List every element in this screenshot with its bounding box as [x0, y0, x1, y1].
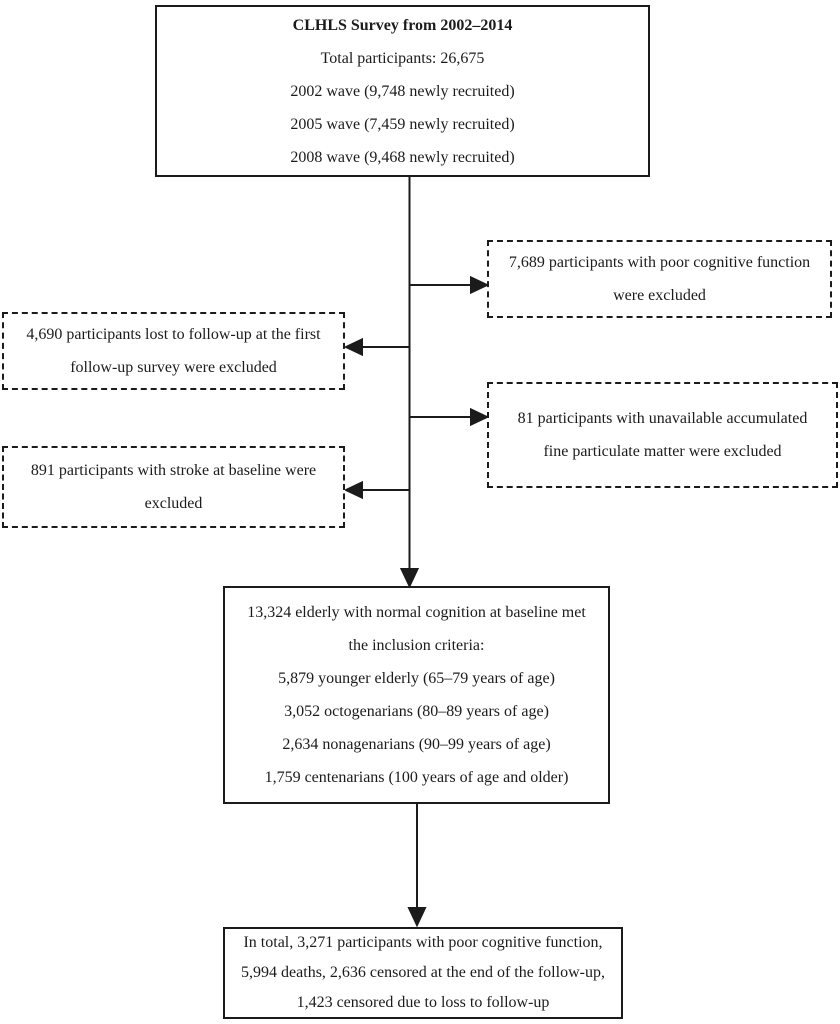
box-excluded-pm-unavailable: 81 participants with unavailable accumul… — [487, 382, 838, 488]
outcome-text: In total, 3,271 participants with poor c… — [243, 934, 603, 951]
arrowhead-left-icon — [343, 337, 363, 357]
exclusion-text: 4,690 participants lost to follow-up at … — [26, 326, 321, 343]
arrow-right-pm-unavailable — [409, 407, 490, 427]
survey-wave-2008: 2008 wave (9,468 newly recruited) — [290, 148, 515, 166]
arrow-right-poor-cognition — [409, 275, 490, 295]
arrow-down-main — [399, 177, 420, 589]
inclusion-nonagenarians: 2,634 nonagenarians (90–99 years of age) — [282, 736, 551, 753]
outcome-text: 1,423 censored due to loss to follow-up — [296, 994, 550, 1011]
exclusion-text: were excluded — [613, 287, 706, 304]
inclusion-total: 13,324 elderly with normal cognition at … — [247, 604, 586, 621]
arrowhead-right-icon — [470, 275, 490, 295]
exclusion-text: 7,689 participants with poor cognitive f… — [508, 254, 811, 271]
box-excluded-poor-cognition: 7,689 participants with poor cognitive f… — [487, 240, 832, 318]
arrow-left-lost-followup — [343, 337, 410, 357]
exclusion-text: follow-up survey were excluded — [70, 359, 277, 376]
arrowhead-down-icon — [407, 907, 427, 928]
exclusion-text: fine particulate matter were excluded — [543, 443, 782, 460]
box-clhls-survey: CLHLS Survey from 2002–2014 Total partic… — [155, 5, 650, 177]
arrowhead-right-icon — [470, 407, 490, 427]
box-inclusion-criteria: 13,324 elderly with normal cognition at … — [223, 586, 610, 804]
outcome-text: 5,994 deaths, 2,636 censored at the end … — [241, 964, 605, 981]
box-outcome-summary: In total, 3,271 participants with poor c… — [223, 927, 623, 1019]
inclusion-criteria-label: the inclusion criteria: — [348, 637, 485, 654]
arrow-down-outcome — [407, 804, 427, 928]
inclusion-younger-elderly: 5,879 younger elderly (65–79 years of ag… — [278, 670, 555, 687]
arrowhead-left-icon — [343, 480, 363, 500]
box-excluded-stroke: 891 participants with stroke at baseline… — [2, 446, 345, 528]
exclusion-text: excluded — [144, 495, 203, 512]
box-excluded-lost-followup: 4,690 participants lost to follow-up at … — [2, 312, 345, 390]
inclusion-centenarians: 1,759 centenarians (100 years of age and… — [264, 769, 569, 786]
arrowhead-down-icon — [399, 568, 420, 589]
survey-total-participants: Total participants: 26,675 — [320, 49, 485, 67]
inclusion-octogenarians: 3,052 octogenarians (80–89 years of age) — [284, 703, 549, 720]
survey-wave-2002: 2002 wave (9,748 newly recruited) — [290, 82, 515, 100]
survey-wave-2005: 2005 wave (7,459 newly recruited) — [290, 115, 515, 133]
survey-title: CLHLS Survey from 2002–2014 — [292, 16, 513, 34]
arrow-left-stroke — [343, 480, 410, 500]
exclusion-text: 81 participants with unavailable accumul… — [517, 410, 808, 427]
exclusion-text: 891 participants with stroke at baseline… — [30, 462, 317, 479]
